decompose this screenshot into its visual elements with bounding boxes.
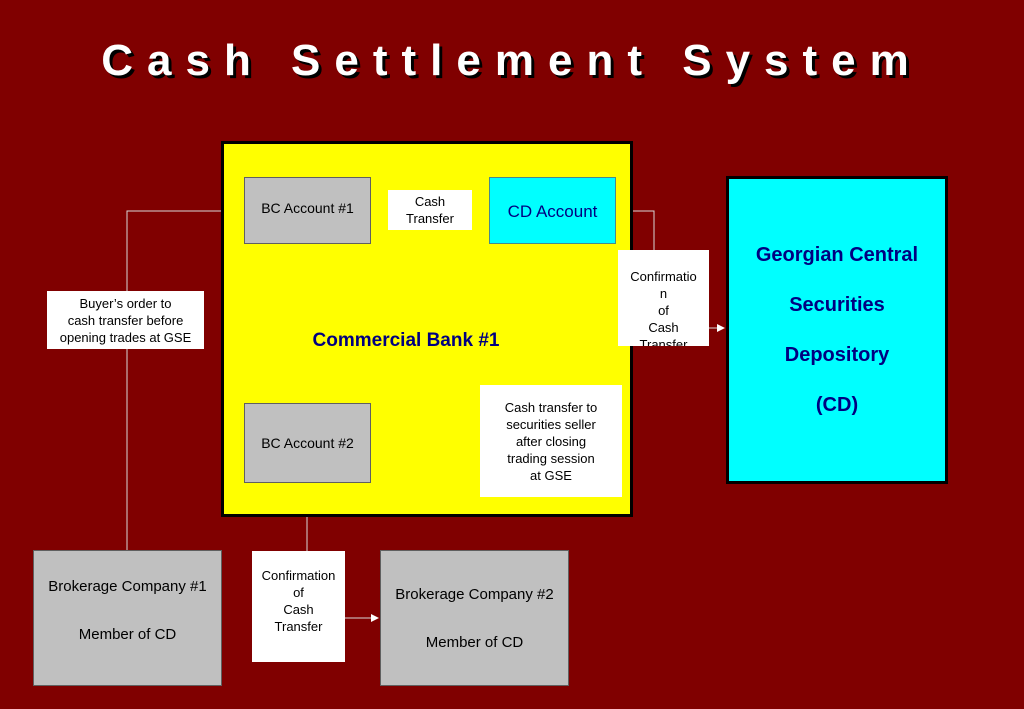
label-line: Cash (648, 320, 679, 335)
cd-account-label: CD Account (507, 202, 598, 221)
brokerage-name: Brokerage Company #2 (395, 586, 554, 603)
confirmation-top-label: Confirmatio n of Cash Transfer (618, 250, 709, 346)
label-line: Buyer’s order to (79, 295, 172, 311)
label-line: at GSE (530, 467, 572, 483)
brokerage-membership: Member of CD (78, 626, 177, 643)
label-line: opening trades at GSE (59, 329, 192, 345)
seller-transfer-label: Cash transfer to securities seller after… (480, 385, 622, 497)
gcsd-box: Georgian Central Securities Depository (… (726, 176, 948, 484)
bc-account-2: BC Account #2 (244, 403, 371, 483)
cash-transfer-label: Cash Transfer (388, 190, 472, 230)
brokerage-membership: Member of CD (425, 634, 524, 651)
gcsd-line: Depository (784, 344, 890, 366)
confirmation-bottom-label: Confirmation of Cash Transfer (252, 551, 345, 662)
brokerage-company-2: Brokerage Company #2 Member of CD (380, 550, 569, 686)
label-line: Cash (283, 602, 314, 617)
label-line: Confirmatio (630, 269, 697, 284)
label-line: Transfer (274, 619, 323, 634)
gcsd-line: (CD) (815, 394, 859, 416)
label-line: securities seller (506, 416, 596, 432)
page-title: Cash Settlement System (101, 36, 923, 85)
label-line: Confirmation (261, 568, 336, 583)
buyer-order-label: Buyer’s order to cash transfer before op… (47, 291, 204, 349)
brokerage-name: Brokerage Company #1 (48, 578, 207, 595)
label-line: after closing (515, 433, 587, 449)
label-line: of (658, 303, 669, 318)
cd-account: CD Account (489, 177, 616, 244)
label-line: cash transfer before (67, 312, 184, 328)
label-line: Transfer (639, 337, 688, 346)
bc-account-1: BC Account #1 (244, 177, 371, 244)
buyer-order-line (126, 207, 244, 550)
bc-account-2-label: BC Account #2 (261, 435, 354, 451)
commercial-bank-label: Commercial Bank #1 (312, 330, 500, 351)
gcsd-line: Securities (789, 294, 885, 316)
label-line: Transfer (406, 211, 454, 226)
bc-account-1-label: BC Account #1 (261, 200, 354, 216)
label-line: Cash (414, 194, 446, 209)
label-line: Cash transfer to (504, 399, 598, 415)
label-line: of (293, 585, 304, 600)
gcsd-line: Georgian Central (755, 244, 919, 266)
label-line: n (659, 286, 668, 301)
brokerage-company-1: Brokerage Company #1 Member of CD (33, 550, 222, 686)
label-line: trading session (507, 450, 595, 466)
